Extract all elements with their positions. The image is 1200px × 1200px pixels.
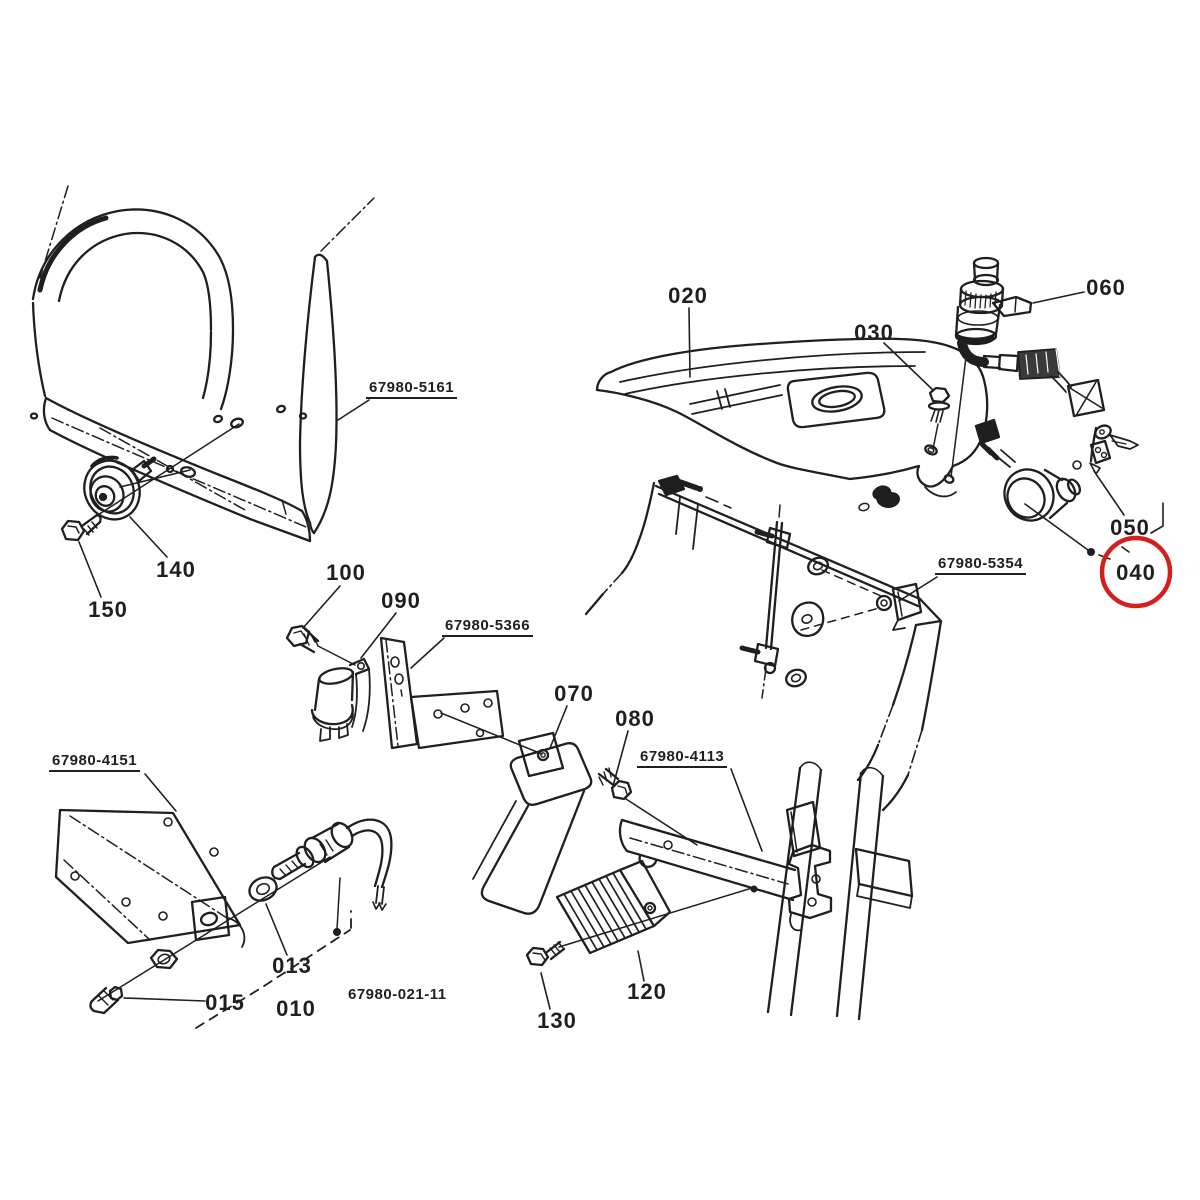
resistor-art	[525, 859, 758, 967]
callout-030: 030	[854, 320, 894, 345]
callout-100: 100	[326, 560, 366, 585]
part-ref-67980-5161: 67980-5161	[366, 380, 458, 399]
part-ref-67980-021-11: 67980-021-11	[348, 986, 447, 1003]
part-ref-67980-5366: 67980-5366	[442, 618, 534, 637]
callout-015: 015	[205, 990, 245, 1015]
relay-bracket-art	[285, 624, 543, 755]
cowl-frame-art	[584, 474, 943, 1021]
part-ref-67980-4151: 67980-4151	[49, 753, 141, 772]
callout-120: 120	[627, 979, 667, 1004]
callout-090: 090	[381, 588, 421, 613]
part-ref-67980-4113: 67980-4113	[637, 749, 728, 768]
safety-switch-assembly-art	[54, 808, 393, 1029]
leader-lines	[78, 291, 1164, 1010]
callout-050: 050	[1110, 515, 1150, 540]
callout-040-highlighted: 040	[1116, 560, 1156, 585]
callout-080: 080	[615, 706, 655, 731]
fender-panel-art	[29, 185, 375, 543]
flasher-art	[472, 731, 698, 915]
callout-070: 070	[554, 681, 594, 706]
callout-010: 010	[276, 996, 316, 1021]
sender-060-art	[950, 256, 1106, 478]
callout-130: 130	[537, 1008, 577, 1033]
horn-art	[60, 423, 240, 542]
highlight-circle-040	[1099, 535, 1173, 609]
callout-060: 060	[1086, 275, 1126, 300]
callout-013: 013	[272, 953, 312, 978]
callout-150: 150	[88, 597, 128, 622]
panel-020-art	[595, 337, 989, 512]
key-switch-art	[974, 418, 1139, 522]
callout-140: 140	[156, 557, 196, 582]
callout-020: 020	[668, 283, 708, 308]
part-ref-67980-5354: 67980-5354	[935, 556, 1027, 575]
